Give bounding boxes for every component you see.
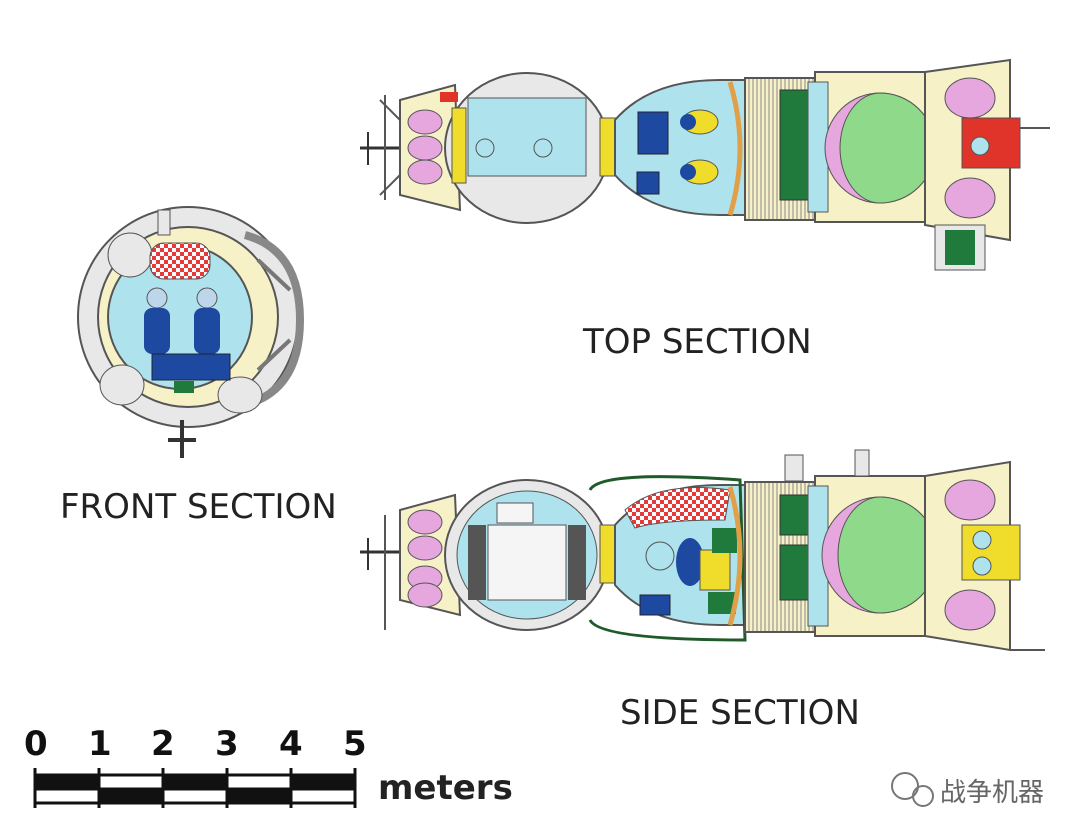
- side-control-panel: [639, 594, 671, 616]
- top-seat-block: [636, 171, 660, 195]
- front-parachute-container: [149, 242, 211, 280]
- side-antenna-mast-2: [854, 449, 870, 477]
- side-engine-nozzle-1: [972, 530, 992, 550]
- top-section-drawing: [360, 58, 1050, 271]
- front-green-box: [174, 381, 194, 393]
- front-tank-bottom: [99, 364, 145, 406]
- top-hatch-2: [533, 138, 553, 158]
- top-descent-module: [614, 79, 746, 216]
- side-docking-probe: [360, 515, 405, 630]
- top-hatch-1: [475, 138, 495, 158]
- side-parachute-container: [624, 487, 731, 529]
- side-antenna-mast-1: [784, 454, 804, 482]
- top-green-equipment: [779, 89, 811, 201]
- top-red-marker: [440, 92, 458, 102]
- side-green-equipment-2: [779, 544, 811, 601]
- scale-bar: [33, 768, 357, 808]
- top-tank-2: [407, 135, 443, 161]
- side-equipment-rack-left: [468, 525, 486, 600]
- front-truss: [243, 231, 305, 409]
- top-engine: [961, 117, 1021, 169]
- front-section-drawing: [77, 206, 305, 458]
- top-engine-nozzle: [970, 136, 990, 156]
- front-tank-left: [107, 232, 153, 278]
- front-cosmonauts: [144, 287, 220, 354]
- top-orbital-interior: [467, 97, 587, 177]
- top-cosmonauts: [680, 109, 719, 185]
- side-engine-nozzle-2: [972, 556, 992, 576]
- side-aft-tank-1: [944, 479, 996, 521]
- side-equipment-rack-right: [568, 525, 586, 600]
- side-tank-2: [407, 535, 443, 561]
- top-aft-tank-1: [944, 77, 996, 119]
- top-docking-probe: [360, 95, 406, 200]
- top-solar-cells: [945, 230, 975, 265]
- front-bottom-probe: [168, 420, 196, 458]
- side-panel: [496, 502, 534, 524]
- scale-tick-2: 2: [151, 724, 175, 764]
- side-porthole: [645, 541, 675, 571]
- side-cabinet: [487, 524, 567, 601]
- top-front-ring: [451, 107, 467, 184]
- front-control-panel: [151, 353, 231, 381]
- side-cosmonaut: [676, 528, 737, 614]
- scale-tick-0: 0: [24, 724, 48, 764]
- side-tank-1: [407, 509, 443, 535]
- side-aft-tank-2: [944, 589, 996, 631]
- top-section-label: TOP SECTION: [583, 322, 812, 362]
- side-heat-shield: [727, 486, 743, 626]
- front-top-antenna: [157, 209, 171, 236]
- top-tank-3: [407, 159, 443, 185]
- side-cable-run: [588, 475, 747, 642]
- scale-tick-4: 4: [279, 724, 303, 764]
- scale-tick-3: 3: [215, 724, 239, 764]
- side-tank-4: [407, 582, 443, 608]
- front-tank-right: [217, 376, 263, 414]
- side-green-equipment-1: [779, 494, 811, 536]
- top-heat-shield: [727, 81, 743, 216]
- top-aft-tank-2: [944, 177, 996, 219]
- scale-tick-5: 5: [343, 724, 367, 764]
- side-section-label: SIDE SECTION: [620, 693, 860, 733]
- side-section-drawing: [360, 449, 1045, 652]
- watermark-text: 战争机器: [940, 778, 1045, 808]
- scale-tick-1: 1: [88, 724, 112, 764]
- front-section-label: FRONT SECTION: [60, 487, 337, 527]
- scale-unit-label: meters: [378, 768, 513, 808]
- wechat-icon: [891, 772, 934, 807]
- front-struts: [256, 258, 292, 372]
- top-control-panel: [637, 111, 669, 155]
- top-tank-1: [407, 109, 443, 135]
- side-engine: [961, 524, 1021, 581]
